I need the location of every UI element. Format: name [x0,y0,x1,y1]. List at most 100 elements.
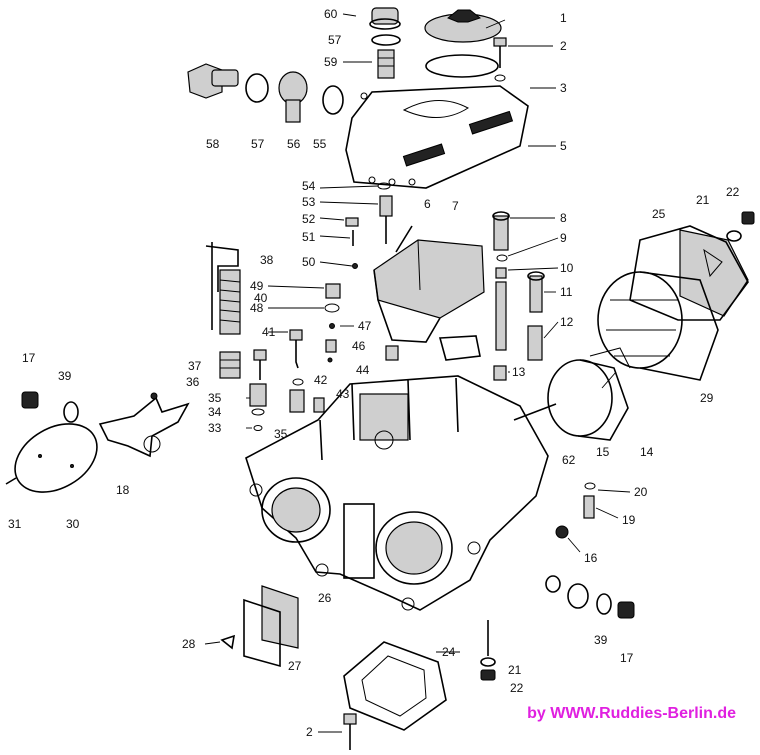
nut-part-22-bottom [480,669,496,681]
carburetor-top-cover-part-5 [345,85,529,189]
callout-30: 30 [66,517,80,531]
nut-part-22-right [741,211,755,225]
callout-53: 53 [302,195,316,209]
callout-25: 25 [652,207,666,221]
washer-part-3-small [494,74,506,82]
gasket-part-100-plate [438,335,481,361]
banjo-fitting-part-56 [278,71,308,123]
washer-part-39-left [63,401,79,423]
spring-part-35 [249,383,267,407]
plate-part-27 [243,585,299,668]
callout-28: 28 [182,637,196,651]
filter-element-part-14 [547,347,631,441]
filter-housing-part-29 [597,271,719,381]
choke-screw-part-19 [583,495,595,519]
jet-plug-part-16 [555,525,569,539]
callout-39-left: 39 [58,369,72,383]
callout-2-bottom: 2 [306,725,313,739]
washer-part-21-bottom [480,657,496,667]
callout-39-right: 39 [594,633,608,647]
gasket-part-3 [425,54,499,78]
screw-part-49 [325,283,341,299]
callout-55: 55 [313,137,327,151]
top-cap-part-60 [369,7,401,30]
callout-51: 51 [302,230,316,244]
callout-57-left: 57 [251,137,265,151]
screw-part-36 [253,349,267,380]
banjo-bolt-part-58 [187,63,239,99]
gasket-part-55 [322,85,344,115]
callout-54: 54 [302,179,316,193]
cover-plate-part-1 [424,9,502,43]
screw-part-2-top [493,37,507,68]
callout-49: 49 [250,279,264,293]
leader-lines [204,13,631,733]
callout-62: 62 [562,453,576,467]
jet-part-13 [493,365,507,381]
bottom-cover-part-24 [343,641,447,731]
rod-part-62 [513,403,557,421]
callout-37: 37 [188,359,202,373]
callout-12: 12 [560,315,574,329]
callout-15: 15 [596,445,610,459]
callout-13: 13 [512,365,526,379]
callout-31: 31 [8,517,22,531]
washer-part-34 [251,408,265,416]
float-part-7 [373,239,485,343]
callout-58: 58 [206,137,220,151]
screw-part-52 [345,217,359,227]
pump-jet-part-43 [313,397,325,413]
callout-48: 48 [250,301,264,315]
callout-52: 52 [302,212,316,226]
callout-41: 41 [262,325,276,339]
long-jet-column [495,281,507,351]
nut-part-17-left [21,391,39,409]
gasket-part-57-top [371,34,401,46]
callout-16: 16 [584,551,598,565]
callout-7: 7 [452,199,459,213]
callout-17-right: 17 [620,651,634,665]
callout-59: 59 [324,55,338,69]
callout-43: 43 [336,387,350,401]
air-horn-part-25 [629,225,749,321]
washer-part-21-right [726,230,742,242]
washer-part-39-right [596,593,612,615]
callout-42: 42 [314,373,328,387]
pump-rod-part-38 [205,242,239,330]
gasket-part-57-left [245,73,269,103]
callout-3: 3 [560,81,567,95]
callout-24: 24 [442,645,456,659]
washer-part-42 [292,378,304,386]
callout-1: 1 [560,11,567,25]
spring-part-40 [219,269,241,335]
callout-35-center: 35 [274,427,288,441]
washer-part-48 [324,303,340,313]
callout-27: 27 [288,659,302,673]
carburetor-body-part-26 [245,375,569,611]
washer-part-9 [496,254,508,262]
callout-20: 20 [634,485,648,499]
ball-part-44 [327,357,333,363]
callout-6: 6 [424,197,431,211]
callout-5: 5 [560,139,567,153]
callout-10: 10 [560,261,574,275]
callout-21-right: 21 [696,193,710,207]
emulsion-tube-part-11 [527,271,545,313]
screw-part-28 [220,634,236,650]
ball-part-50 [352,263,358,269]
valve-part-46 [385,345,399,361]
needle-part-41 [289,329,303,369]
callout-29: 29 [700,391,714,405]
callout-44: 44 [356,363,370,377]
callout-26: 26 [318,591,332,605]
callout-35-left: 35 [208,391,222,405]
callout-36: 36 [186,375,200,389]
piston-part-37 [219,351,241,379]
washer-part-b [567,583,589,609]
callout-40: 40 [254,291,268,305]
screw-part-31 [5,477,17,485]
callout-19: 19 [622,513,636,527]
callout-22-bottom: 22 [510,681,524,695]
callout-8: 8 [560,211,567,225]
